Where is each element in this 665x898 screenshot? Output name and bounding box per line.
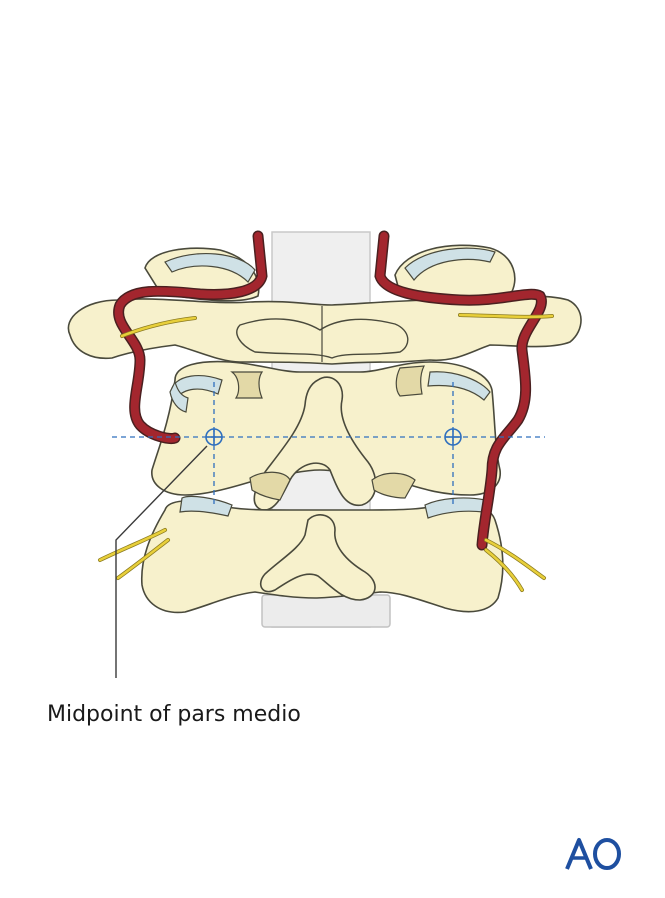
atlas-vertebra — [67, 295, 582, 365]
left-pars-midpoint-marker — [205, 428, 223, 446]
right-pars-midpoint-marker — [444, 428, 462, 446]
c3-vertebra — [140, 471, 504, 614]
nerve-roots — [98, 313, 554, 592]
guide-lines — [112, 382, 545, 505]
ao-logo — [565, 838, 621, 870]
vertebral-artery-left — [113, 230, 268, 444]
left-lateral-cartilage — [169, 380, 189, 413]
vertebral-artery-right — [374, 230, 547, 551]
upper-facet-right — [394, 244, 516, 300]
annotation-label: Midpoint of pars medio — [47, 702, 301, 727]
label-leader-line — [115, 445, 208, 678]
